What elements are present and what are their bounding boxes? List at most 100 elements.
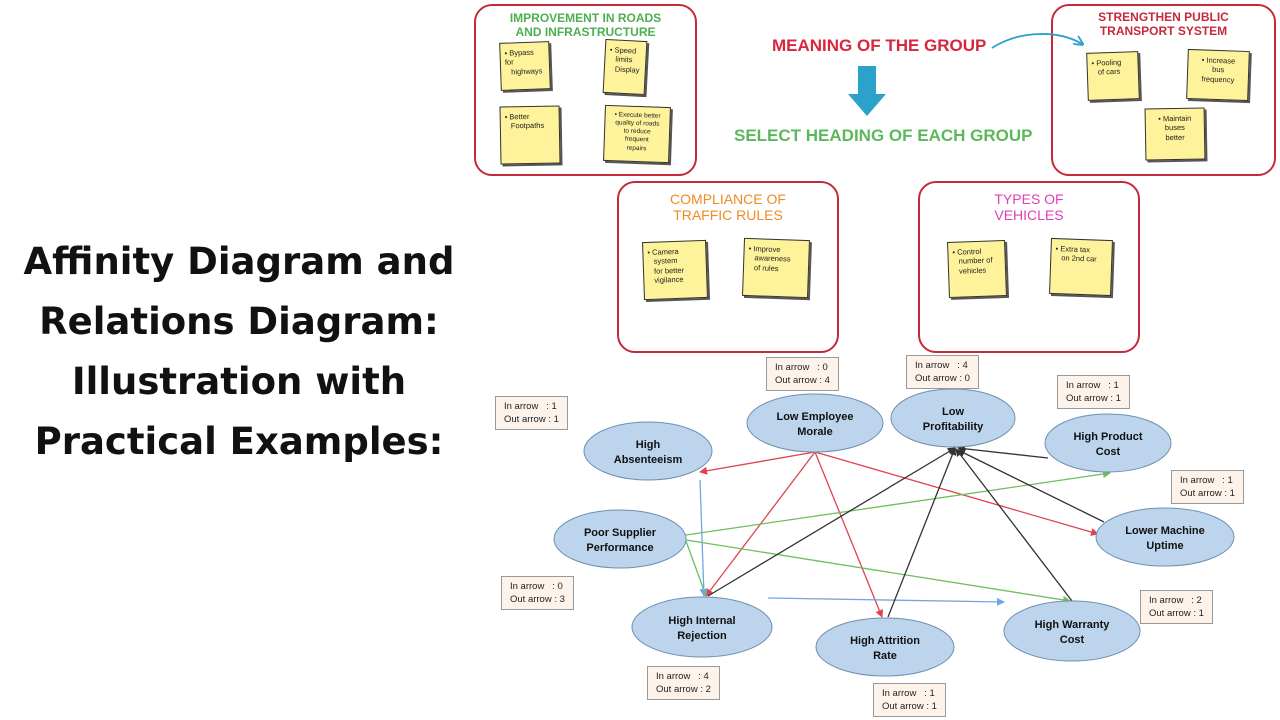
arrow-count-box-supplier: In arrow : 0 Out arrow : 3 xyxy=(501,576,574,610)
group-title: IMPROVEMENT IN ROADS AND INFRASTRUCTURE xyxy=(476,11,695,40)
in-arrow-count: In arrow : 1 xyxy=(504,401,557,412)
node-label: Performance xyxy=(586,542,653,554)
group-title: TYPES OF VEHICLES xyxy=(920,191,1138,223)
node-label: Lower Machine xyxy=(1125,525,1204,537)
arrow-count-box-attrition: In arrow : 1 Out arrow : 1 xyxy=(873,683,946,717)
arrow-count-box-morale: In arrow : 0 Out arrow : 4 xyxy=(766,357,839,391)
arrow-count-box-reject: In arrow : 4 Out arrow : 2 xyxy=(647,666,720,700)
in-arrow-count: In arrow : 1 xyxy=(882,688,935,699)
node-label: High Warranty xyxy=(1035,619,1111,631)
meaning-label: MEANING OF THE GROUP xyxy=(772,36,987,55)
node-label: High Product xyxy=(1073,431,1142,443)
node-label: Uptime xyxy=(1146,540,1183,552)
node-label: High Attrition xyxy=(850,635,920,647)
arrow-count-box-warranty: In arrow : 2 Out arrow : 1 xyxy=(1140,590,1213,624)
group-title: STRENGTHEN PUBLIC TRANSPORT SYSTEM xyxy=(1053,10,1274,39)
node-label: Profitability xyxy=(923,421,984,433)
node-label: Poor Supplier xyxy=(584,527,657,539)
arrow-count-box-cost: In arrow : 1 Out arrow : 1 xyxy=(1057,375,1130,409)
out-arrow-count: Out arrow : 1 xyxy=(882,701,937,712)
out-arrow-count: Out arrow : 2 xyxy=(656,684,711,695)
out-arrow-count: Out arrow : 1 xyxy=(1066,393,1121,404)
relation-arrow-supplier-to-reject xyxy=(685,540,708,597)
in-arrow-count: In arrow : 4 xyxy=(915,360,968,371)
in-arrow-count: In arrow : 1 xyxy=(1066,380,1119,391)
node-ellipse xyxy=(553,509,687,569)
group-box-vehicles: TYPES OF VEHICLES • Control number of ve… xyxy=(918,181,1140,353)
relation-arrow-reject-to-profit xyxy=(707,447,956,597)
node-ellipse xyxy=(1003,600,1141,662)
node-ellipse xyxy=(890,388,1016,448)
title-line: Practical Examples: xyxy=(34,420,444,463)
title-line: Affinity Diagram and xyxy=(23,240,455,283)
node-ellipse xyxy=(815,617,955,677)
node-ellipse xyxy=(1095,507,1235,567)
arrow-count-box-profit: In arrow : 4 Out arrow : 0 xyxy=(906,355,979,389)
relation-arrow-supplier-to-cost xyxy=(685,470,1111,536)
arrow-count-box-absent: In arrow : 1 Out arrow : 1 xyxy=(495,396,568,430)
node-ellipse xyxy=(746,393,884,453)
group-title-line: COMPLIANCE OF xyxy=(670,191,786,207)
node-ellipse xyxy=(631,596,773,658)
relation-arrow-morale-to-absent xyxy=(699,451,816,475)
node-label: Low Employee xyxy=(776,411,853,423)
in-arrow-count: In arrow : 0 xyxy=(510,581,563,592)
relation-arrow-machine-to-profit xyxy=(957,449,1105,523)
group-title-line: VEHICLES xyxy=(994,207,1064,224)
relation-arrow-warranty-to-profit xyxy=(955,448,1073,602)
group-box-compliance: COMPLIANCE OF TRAFFIC RULES • Camera sys… xyxy=(617,181,839,353)
out-arrow-count: Out arrow : 4 xyxy=(775,375,830,386)
group-box-roads: IMPROVEMENT IN ROADS AND INFRASTRUCTURE … xyxy=(474,4,697,176)
group-title-line: TYPES OF xyxy=(994,191,1064,207)
out-arrow-count: Out arrow : 1 xyxy=(504,414,559,425)
in-arrow-count: In arrow : 2 xyxy=(1149,595,1202,606)
title-line: Relations Diagram: xyxy=(39,300,439,343)
node-label: Morale xyxy=(797,426,832,438)
title-line: Illustration with xyxy=(71,360,407,403)
relation-arrow-absent-to-reject xyxy=(699,479,708,597)
node-label: High Internal xyxy=(668,615,735,627)
relation-arrow-reject-to-warranty xyxy=(767,597,1005,606)
node-label: Rate xyxy=(873,650,897,662)
relation-arrow-cost-to-profit xyxy=(957,444,1049,459)
group-title-line: TRAFFIC RULES xyxy=(673,207,783,224)
out-arrow-count: Out arrow : 3 xyxy=(510,594,565,605)
group-title-line: AND INFRASTRUCTURE xyxy=(515,24,656,39)
in-arrow-count: In arrow : 4 xyxy=(656,671,709,682)
in-arrow-count: In arrow : 1 xyxy=(1180,475,1233,486)
node-ellipse xyxy=(583,421,713,481)
relation-arrow-supplier-to-warranty xyxy=(685,539,1071,604)
out-arrow-count: Out arrow : 0 xyxy=(915,373,970,384)
group-title-line: TRANSPORT SYSTEM xyxy=(1099,23,1228,38)
arrow-count-box-machine: In arrow : 1 Out arrow : 1 xyxy=(1171,470,1244,504)
in-arrow-count: In arrow : 0 xyxy=(775,362,828,373)
node-label: Cost xyxy=(1060,634,1085,646)
group-title-line: STRENGTHEN PUBLIC xyxy=(1098,10,1229,24)
select-heading-label: SELECT HEADING OF EACH GROUP xyxy=(734,126,1033,145)
node-label: Rejection xyxy=(677,630,727,642)
group-title-line: IMPROVEMENT IN ROADS xyxy=(509,11,662,25)
node-label: High xyxy=(636,439,661,451)
relation-arrow-morale-to-machine xyxy=(814,451,1099,536)
node-label: Low xyxy=(942,406,964,418)
out-arrow-count: Out arrow : 1 xyxy=(1149,608,1204,619)
node-ellipse xyxy=(1044,413,1172,473)
node-label: Absenteeism xyxy=(614,454,683,466)
main-title: Affinity Diagram and Relations Diagram: … xyxy=(14,232,464,472)
relation-arrow-attrition-to-profit xyxy=(887,447,957,618)
node-label: Cost xyxy=(1096,446,1121,458)
relation-arrow-morale-to-attrition xyxy=(814,451,884,618)
out-arrow-count: Out arrow : 1 xyxy=(1180,488,1235,499)
group-box-transport: STRENGTHEN PUBLIC TRANSPORT SYSTEM • Poo… xyxy=(1051,4,1276,176)
group-title: COMPLIANCE OF TRAFFIC RULES xyxy=(619,191,837,223)
